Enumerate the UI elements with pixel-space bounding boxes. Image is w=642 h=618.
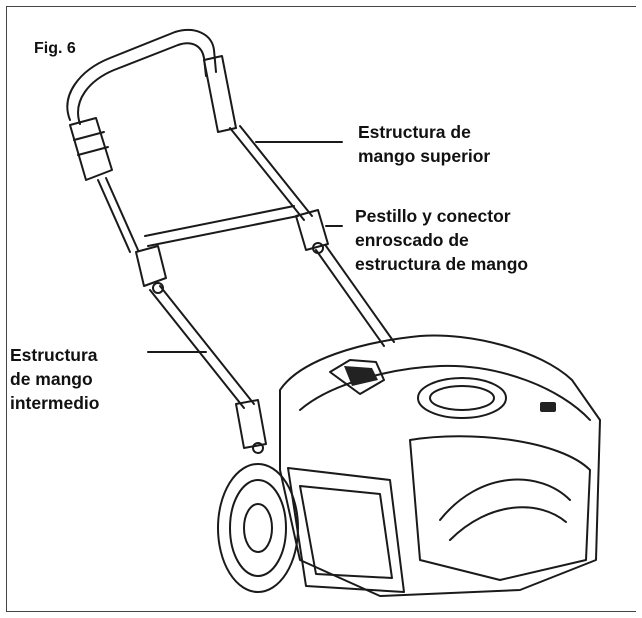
front-panel: [287, 467, 405, 593]
left-latch: [135, 245, 167, 287]
auger-opening: [409, 435, 591, 581]
callout-line: Estructura: [10, 345, 98, 365]
callout-line: estructura de mango: [355, 254, 529, 274]
handle-crossbar: [144, 205, 299, 247]
callout-line: de mango: [10, 369, 93, 389]
battery-compartment: [329, 359, 385, 395]
callout-line: intermedio: [10, 393, 100, 413]
callout-middle-handle-frame: Estructura de mango intermedio: [10, 343, 99, 415]
callout-line: enroscado de: [355, 230, 469, 250]
upper-handle-left-rail: [97, 177, 139, 253]
right-latch: [295, 209, 329, 251]
blower-housing: [279, 334, 601, 597]
discharge-chute: [417, 377, 507, 419]
figure-number: Fig. 6: [34, 40, 76, 57]
middle-handle-left-rail: [149, 285, 255, 409]
callout-line: mango superior: [358, 146, 491, 166]
callout-latch-connector: Pestillo y conector enroscado de estruct…: [355, 204, 528, 276]
top-handle-bar: [66, 29, 217, 121]
upper-handle-right-rail: [229, 125, 313, 221]
figure-frame: [6, 6, 636, 612]
callout-line: Estructura de: [358, 122, 471, 142]
callout-upper-handle-frame: Estructura de mango superior: [358, 120, 490, 168]
wheel: [217, 463, 299, 593]
left-handle-grip: [69, 117, 113, 181]
callout-line: Pestillo y conector: [355, 206, 511, 226]
middle-handle-right-rail: [315, 245, 395, 347]
right-handle-grip: [203, 55, 237, 133]
